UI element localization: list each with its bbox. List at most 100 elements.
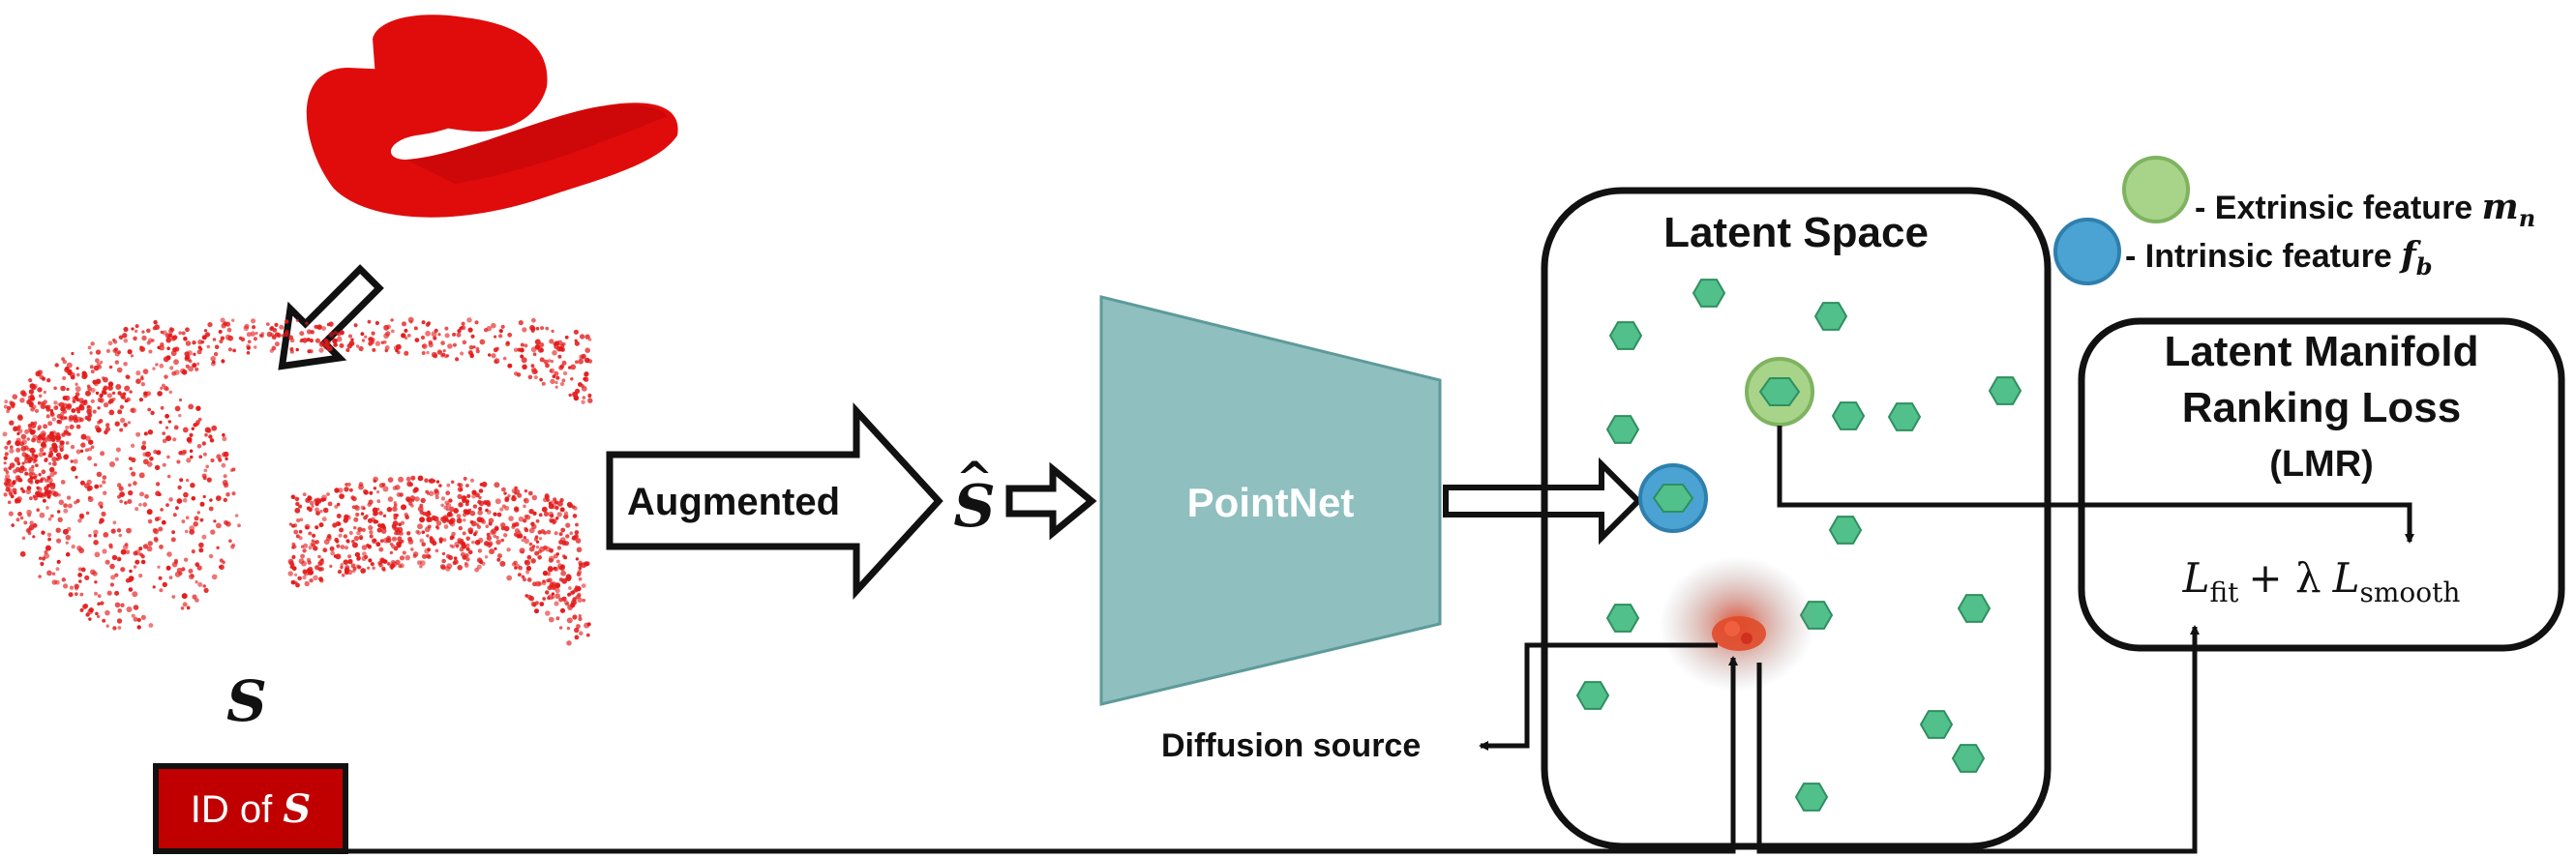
cloud-point	[96, 471, 103, 478]
cloud-point	[182, 498, 188, 503]
cloud-point	[574, 587, 579, 592]
cloud-point	[578, 614, 582, 618]
cloud-point	[297, 576, 302, 581]
cloud-point	[154, 324, 161, 331]
augmented-symbol-letter: S	[953, 473, 995, 541]
cloud-point	[368, 558, 373, 563]
cloud-point	[518, 534, 524, 539]
cloud-point	[271, 345, 277, 351]
cloud-point	[476, 557, 483, 563]
cloud-point	[95, 611, 99, 616]
cloud-point	[139, 345, 143, 349]
legend-extrinsic-text: - Extrinsic feature mn	[2195, 187, 2535, 232]
cloud-point	[475, 346, 480, 351]
loss-title-line1: Latent Manifold	[2164, 328, 2478, 375]
cloud-point	[50, 489, 56, 496]
cloud-point	[472, 504, 478, 509]
cloud-point	[100, 451, 105, 457]
cloud-point	[328, 321, 334, 327]
cloud-point	[6, 441, 11, 446]
latent-sample-hexagon	[1828, 516, 1863, 545]
cloud-point	[162, 438, 167, 444]
cloud-point	[524, 538, 529, 545]
cloud-point	[575, 557, 580, 561]
cloud-point	[85, 390, 91, 397]
cloud-point	[345, 515, 351, 520]
cloud-point	[514, 371, 519, 376]
cloud-point	[185, 516, 190, 519]
cloud-point	[498, 334, 503, 339]
cloud-point	[534, 344, 541, 350]
cloud-point	[181, 593, 188, 600]
cloud-point	[17, 415, 23, 421]
cloud-point	[194, 516, 199, 521]
cloud-point	[496, 557, 501, 562]
cloud-point	[49, 484, 56, 490]
cloud-point	[112, 520, 117, 525]
cloud-point	[534, 608, 539, 614]
cloud-point	[71, 465, 76, 472]
cloud-point	[407, 536, 413, 542]
cloud-point	[434, 494, 439, 500]
cloud-point	[561, 378, 566, 383]
cloud-point	[183, 491, 189, 498]
cloud-point	[88, 607, 94, 613]
cloud-point	[138, 547, 143, 551]
cloud-point	[299, 331, 305, 337]
cloud-point	[382, 514, 387, 517]
cloud-point	[395, 559, 401, 565]
cloud-point	[155, 490, 161, 496]
cloud-point	[552, 521, 555, 525]
mesh-lobe	[373, 15, 548, 132]
cloud-point	[201, 473, 207, 479]
cloud-point	[285, 319, 289, 324]
cloud-point	[209, 438, 215, 443]
cloud-point	[360, 568, 367, 574]
cloud-point	[285, 329, 289, 335]
cloud-point	[402, 321, 406, 327]
cloud-point	[335, 520, 341, 527]
cloud-point	[232, 348, 237, 353]
cloud-point	[131, 327, 135, 331]
cloud-point	[184, 351, 190, 357]
cloud-point	[463, 518, 466, 522]
cloud-point	[565, 534, 570, 539]
cloud-point	[238, 336, 243, 340]
cloud-point	[379, 539, 384, 543]
cloud-point	[390, 318, 394, 322]
cloud-point	[405, 476, 411, 482]
cloud-point	[566, 617, 573, 624]
cloud-point	[416, 530, 422, 536]
cloud-point	[21, 536, 26, 541]
cloud-point	[142, 369, 149, 374]
cloud-point	[183, 557, 189, 562]
cloud-point	[471, 489, 477, 495]
cloud-point	[29, 496, 33, 501]
cloud-point	[353, 517, 359, 522]
diffusion-source-glow	[1660, 556, 1814, 692]
augmented-symbol-hat: ^	[956, 452, 994, 504]
cloud-point	[555, 552, 559, 556]
cloud-point	[404, 512, 408, 517]
cloud-point	[179, 478, 184, 483]
cloud-point	[547, 596, 551, 601]
cloud-point	[412, 488, 418, 493]
cloud-point	[95, 358, 100, 364]
cloud-point	[106, 393, 113, 399]
cloud-point	[319, 577, 324, 583]
cloud-point	[361, 527, 366, 533]
cloud-point	[244, 323, 250, 329]
cloud-point	[458, 483, 464, 488]
cloud-point	[440, 496, 446, 501]
cloud-point	[443, 524, 449, 529]
cloud-point	[139, 376, 144, 381]
cloud-point	[545, 363, 550, 369]
cloud-point	[204, 427, 211, 433]
cloud-point	[166, 346, 170, 351]
cloud-point	[545, 546, 551, 552]
cloud-point	[178, 398, 183, 402]
cloud-point	[380, 528, 387, 534]
cloud-point	[302, 338, 308, 343]
cloud-point	[524, 497, 529, 504]
cloud-point	[101, 511, 106, 517]
